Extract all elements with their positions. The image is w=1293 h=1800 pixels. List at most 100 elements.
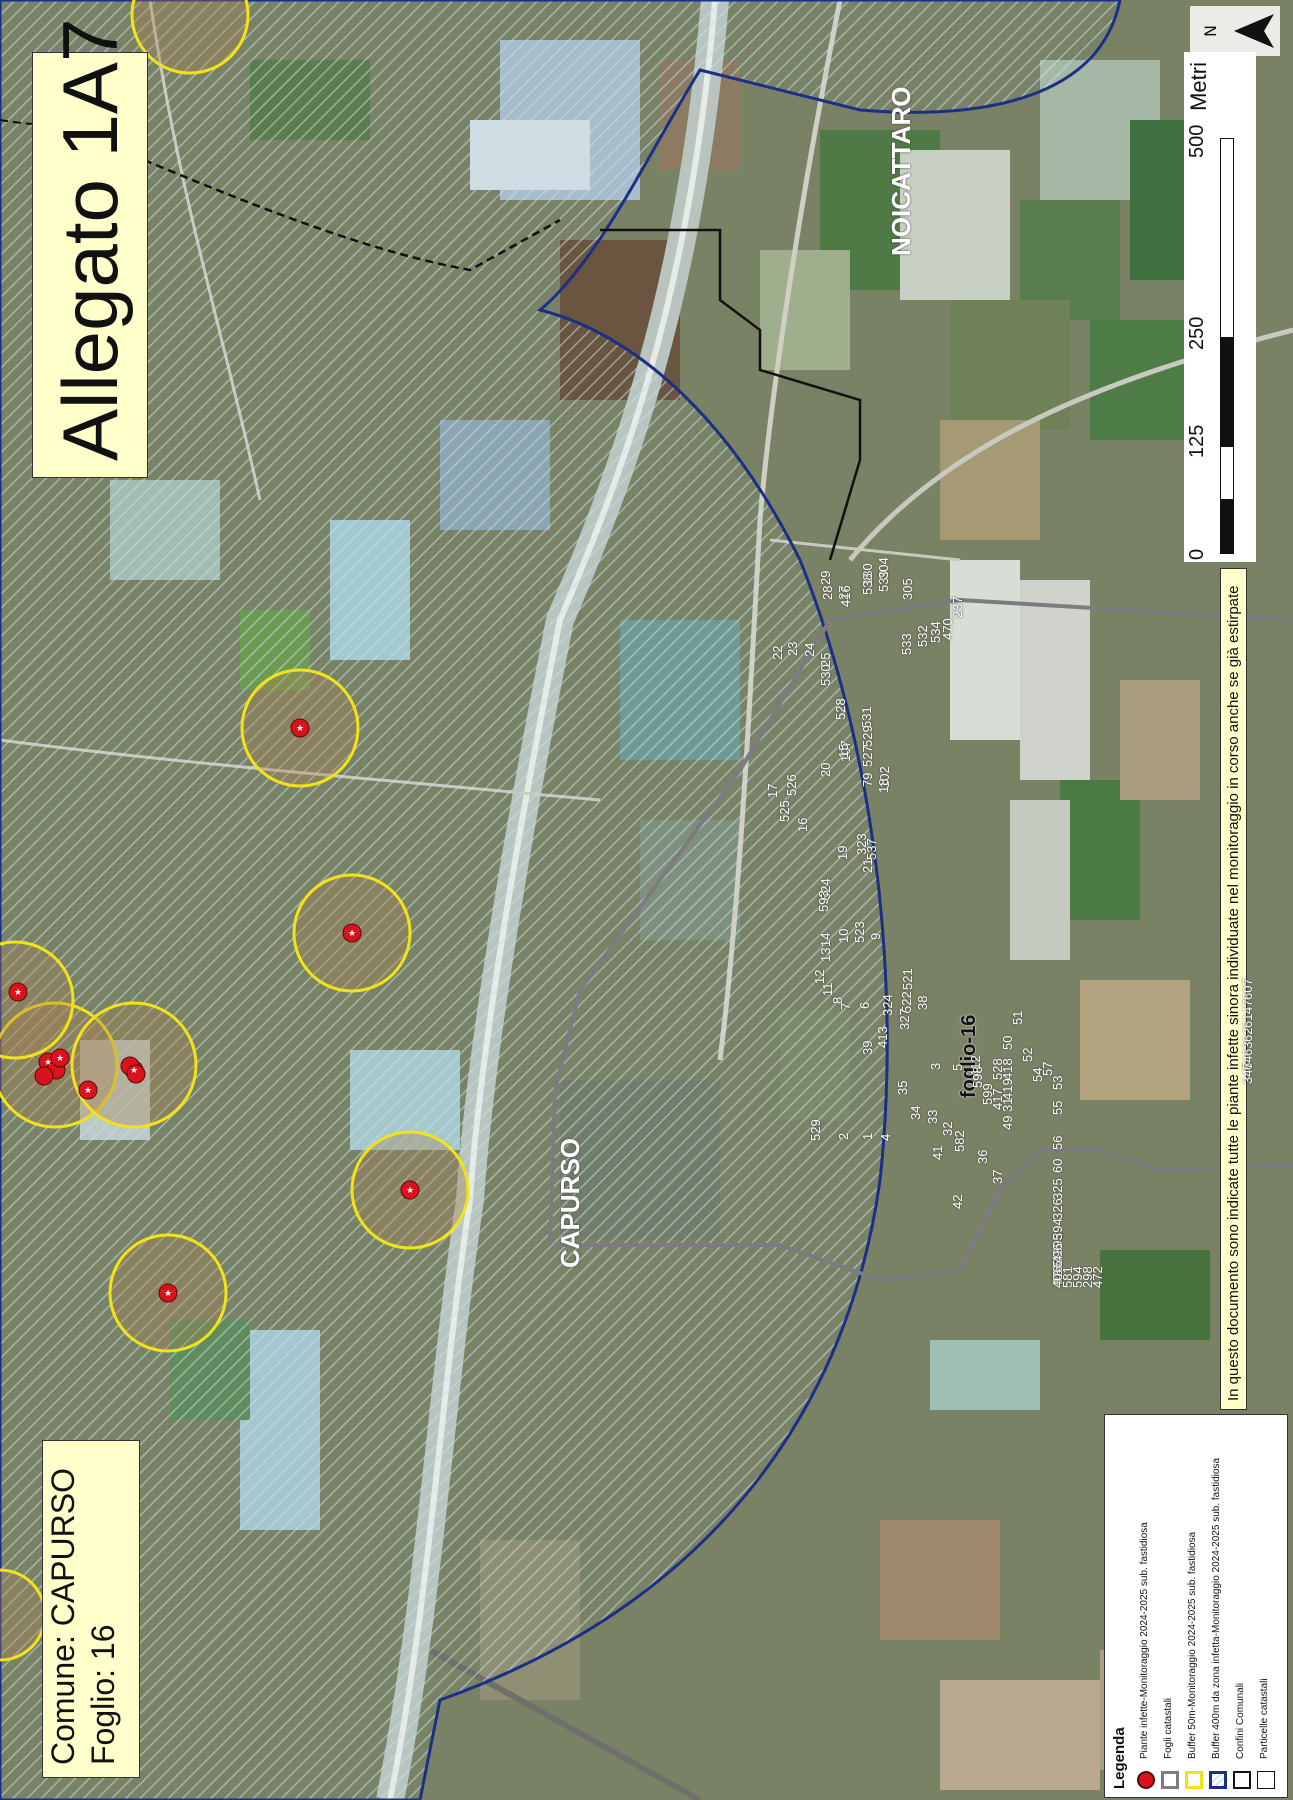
map-title: Allegato 1A7 [46,18,134,461]
parcel-label: 304 [876,557,891,579]
parcel-label: 21 [860,858,875,873]
parcel-label: 13 [818,947,833,962]
thin-black-outline-swatch [1257,1771,1275,1789]
comune-label: Comune: CAPURSO [45,1468,81,1765]
parcel-label: 31 [1000,1097,1015,1112]
buffer-400m-zone [0,0,1122,1800]
parcel-label: 47 [1240,999,1255,1014]
parcel-label: 11 [820,982,835,997]
parcel-label: 53 [1050,1075,1065,1090]
parcel-label: 526 [784,774,799,796]
parcel-label: 24 [802,642,817,657]
scale-units: Metri [1186,62,1211,111]
parcel-label: 34 [908,1105,923,1120]
parcel-label: 63 [1240,1041,1255,1056]
parcel-label: 52 [1020,1047,1035,1062]
parcel-label: 327 [897,1008,912,1030]
parcel-label: 347 [1240,1062,1255,1084]
parcel-label: 60 [1050,1158,1065,1173]
parcel-label: 323 [854,833,869,855]
parcel-label: 1 [860,1132,875,1140]
parcel-label: 28 [820,585,835,600]
parcel-label: 2 [836,1132,851,1140]
parcel-label: 538 [860,573,875,595]
foglio-label: Foglio: 16 [85,1624,121,1765]
parcel-label: 17 [765,783,780,798]
scale-segment [1220,446,1234,500]
parcel-label: 29 [818,570,833,585]
parcel-label: 521 [900,968,915,990]
yellow-outline-swatch [1185,1771,1203,1789]
parcel-label: 7 [838,1002,853,1010]
north-label: N [1201,25,1220,37]
parcel-label: 18 [876,778,891,793]
parcel-label: 50 [1000,1035,1015,1050]
place-label-capurso: CAPURSO [555,1137,585,1268]
svg-text:★: ★ [348,929,356,939]
parcel-label: 33 [925,1109,940,1124]
parcel-label: 16 [795,817,810,832]
parcel-label: 413 [875,1026,890,1048]
parcel-label: 326 [1050,1198,1065,1220]
parcel-label: 527 [860,745,875,767]
scale-tick-125: 125 [1186,424,1208,458]
parcel-label: 528 [833,698,848,720]
svg-text:★: ★ [130,1066,138,1076]
parcel-label: 20 [818,762,833,777]
parcel-label: 525 [777,800,792,822]
svg-text:★: ★ [84,1086,92,1096]
parcel-label: 529 [808,1119,823,1141]
parcel-label: 49 [1000,1115,1015,1130]
scale-tick-250: 250 [1186,316,1208,350]
infected-plant-markers [8,718,420,1303]
svg-text:★: ★ [56,1054,64,1064]
scale-segment [1220,500,1234,554]
parcel-label: 593 [816,890,831,912]
buffer-50m-circles [0,0,470,1662]
parcel-label: 62 [1240,1027,1255,1042]
parcel-label: 10 [836,928,851,943]
parcel-label: 533 [899,633,914,655]
parcel-label: 4 [878,1133,893,1141]
parcel-label: 39 [860,1040,875,1055]
parcel-label: 55 [1050,1100,1065,1115]
parcel-label: 23 [785,641,800,656]
parcel-label: 582 [952,1130,967,1152]
parcel-label: 237 [950,596,965,618]
scale-tick-0: 0 [1186,548,1208,560]
svg-text:★: ★ [296,724,304,734]
grey-outline-swatch [1161,1771,1179,1789]
parcel-label: 6 [857,1001,872,1009]
parcel-label: 418 [1000,1058,1015,1080]
scale-segment [1220,138,1234,338]
parcel-label: 325 [1050,1178,1065,1200]
municipal-boundary-dashed [119,148,561,272]
scale-bar: 0 125 250 500 Metri [1184,52,1256,562]
legend-box: Legenda Piante infette-Monitoraggio 2024… [1104,1414,1288,1798]
scale-tick-500: 500 [1186,124,1208,158]
parcel-label: 37 [990,1169,1005,1184]
place-label-noicattaro: NOICATTARO [886,86,916,256]
scale-segment [1220,338,1234,446]
parcel-label: 3 [928,1062,943,1070]
parcel-label: 35 [895,1080,910,1095]
parcel-label: 472 [1090,1266,1105,1288]
svg-text:★: ★ [44,1058,52,1068]
blue-hatched-swatch [1209,1771,1227,1789]
red-star-marker-icon [1137,1771,1155,1789]
parcel-label: 5 [950,1063,965,1071]
parcel-label: 416 [838,585,853,607]
parcel-label: 324 [880,994,895,1016]
foglio-16-boundary [548,597,1293,1283]
map-title-box: Allegato 1A7 [32,18,148,478]
svg-text:★: ★ [164,1289,172,1299]
municipal-boundary [600,228,862,561]
comune-info-box: Comune: CAPURSO Foglio: 16 [42,1440,140,1778]
parcel-label: 56 [1050,1135,1065,1150]
parcel-label: 14 [818,932,833,947]
svg-text:★: ★ [14,988,22,998]
svg-text:★: ★ [406,1186,414,1196]
parcel-label: 305 [900,578,915,600]
